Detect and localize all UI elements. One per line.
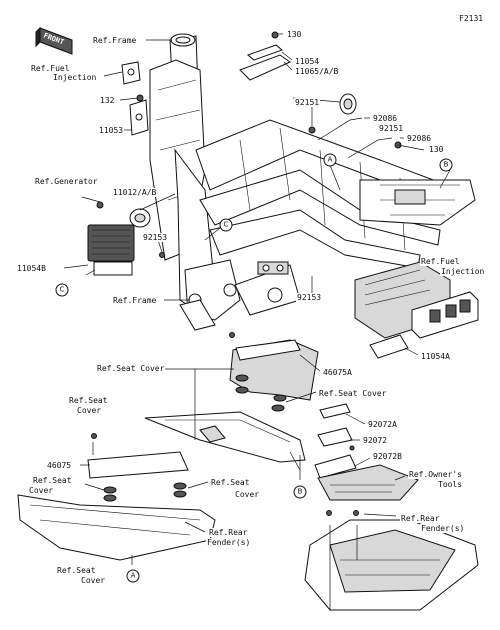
label-ref-seat-cover-d[interactable]: Ref.Seat <box>32 476 73 485</box>
label-ref-rear-fender-left[interactable]: Ref.Rear <box>208 528 249 537</box>
label-part-92072a[interactable]: 92072A <box>367 420 398 429</box>
label-ref-seat-cover-b[interactable]: Ref.Seat Cover <box>318 389 388 398</box>
seat-cover-panel <box>144 411 306 463</box>
label-part-11065[interactable]: 11065/A/B <box>294 67 340 76</box>
label-ref-generator[interactable]: Ref.Generator <box>34 177 99 186</box>
callout-c-upper[interactable]: C <box>219 218 233 232</box>
label-part-11054b[interactable]: 11054B <box>16 264 47 273</box>
label-part-11054a[interactable]: 11054A <box>420 352 451 361</box>
seat-cover-upper <box>229 332 319 412</box>
label-part-92151-a[interactable]: 92151 <box>294 98 321 107</box>
label-part-11012[interactable]: 11012/A/B <box>112 188 158 197</box>
label-ref-seat-cover-f[interactable]: Ref.Seat <box>56 566 97 575</box>
label-ref-owners-tools-2[interactable]: Tools <box>437 480 464 489</box>
label-ref-seat-cover-c-2[interactable]: Cover <box>76 406 103 415</box>
label-part-92072[interactable]: 92072 <box>362 436 389 445</box>
callout-a-upper[interactable]: A <box>323 153 337 167</box>
label-ref-rear-fender-left-2[interactable]: Fender(s) <box>206 538 252 547</box>
label-ref-rear-fender-right[interactable]: Ref.Rear <box>400 514 441 523</box>
rear-fender <box>304 510 479 611</box>
label-ref-owners-tools[interactable]: Ref.Owner's <box>408 470 463 479</box>
label-part-92151-b[interactable]: 92151 <box>378 124 405 133</box>
label-part-130-mid[interactable]: 130 <box>428 145 445 154</box>
callout-c-lower[interactable]: C <box>55 283 69 297</box>
plate-11054 <box>239 31 292 81</box>
label-part-92086-b[interactable]: 92086 <box>406 134 433 143</box>
label-part-92153-right[interactable]: 92153 <box>296 293 323 302</box>
label-ref-frame-top[interactable]: Ref.Frame <box>92 36 138 45</box>
label-part-92153-left[interactable]: 92153 <box>142 233 169 242</box>
label-ref-seat-cover-a[interactable]: Ref.Seat Cover <box>96 364 166 373</box>
label-part-11054[interactable]: 11054 <box>294 57 321 66</box>
owners-tools-kit <box>317 464 419 501</box>
label-ref-seat-cover-d-2[interactable]: Cover <box>28 486 55 495</box>
label-ref-seat-cover-c[interactable]: Ref.Seat <box>68 396 109 405</box>
label-ref-fuel-injection-right[interactable]: Ref.Fuel <box>420 257 461 266</box>
label-ref-seat-cover-e[interactable]: Ref.Seat <box>210 478 251 487</box>
front-arrow-icon <box>35 26 73 55</box>
callout-b-upper[interactable]: B <box>439 158 453 172</box>
regulator-rectifier <box>85 201 165 276</box>
label-ref-fuel-injection-left[interactable]: Ref.Fuel <box>30 64 71 73</box>
label-ref-seat-cover-e-2[interactable]: Cover <box>234 490 261 499</box>
callout-b-lower[interactable]: B <box>293 485 307 499</box>
label-part-130-top[interactable]: 130 <box>286 30 303 39</box>
figure-code: F2131 <box>458 14 485 23</box>
main-frame <box>149 33 476 331</box>
seat-cover-lower <box>17 494 216 561</box>
label-part-11053[interactable]: 11053 <box>98 126 125 135</box>
label-ref-rear-fender-right-2[interactable]: Fender(s) <box>420 524 466 533</box>
label-part-46075[interactable]: 46075 <box>46 461 73 470</box>
label-ref-fuel-injection-left-2[interactable]: Injection <box>52 73 98 82</box>
label-ref-frame-bottom[interactable]: Ref.Frame <box>112 296 158 305</box>
label-ref-seat-cover-f-2[interactable]: Cover <box>80 576 107 585</box>
label-part-92072b[interactable]: 92072B <box>372 452 403 461</box>
seat-cover-bracket-92072 <box>314 403 357 479</box>
callout-a-lower[interactable]: A <box>126 569 140 583</box>
grommet-11065 <box>339 93 357 115</box>
label-part-46075a[interactable]: 46075A <box>322 368 353 377</box>
ecu-unit <box>354 261 479 359</box>
label-part-92086-a[interactable]: 92086 <box>372 114 399 123</box>
bracket-11053 <box>121 61 149 136</box>
label-ref-fuel-injection-right-2[interactable]: Injection <box>440 267 486 276</box>
label-part-132[interactable]: 132 <box>99 96 116 105</box>
seat-46075 <box>87 433 189 502</box>
